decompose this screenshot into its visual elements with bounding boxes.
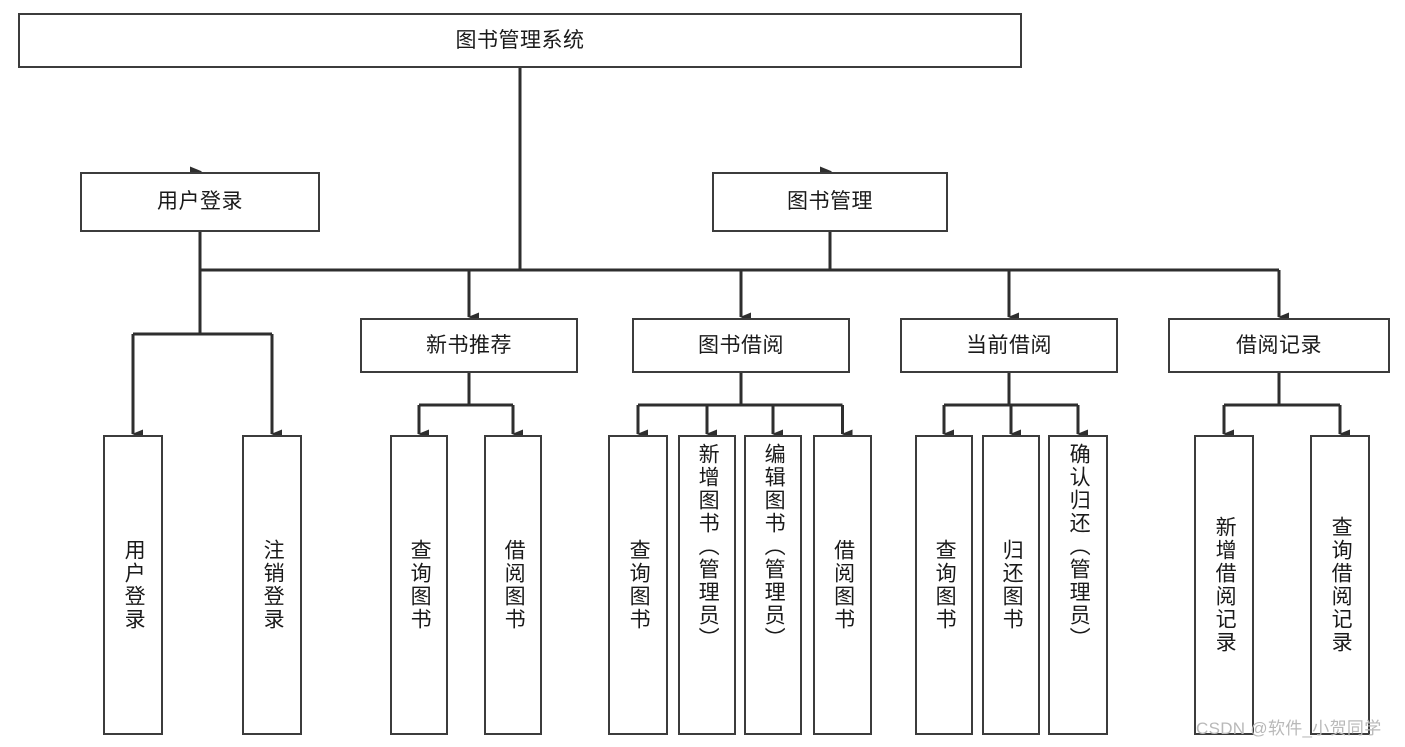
node-leaf-confirm-return-label: 确认归还（管理员） bbox=[1067, 443, 1091, 650]
node-user-login-label: 用户登录 bbox=[157, 190, 243, 214]
node-borrow-record-label: 借阅记录 bbox=[1236, 333, 1322, 357]
node-current-borrow-label: 当前借阅 bbox=[966, 333, 1052, 357]
node-book-borrow-label: 图书借阅 bbox=[698, 333, 784, 357]
node-leaf-return-book[interactable]: 归还图书 bbox=[982, 435, 1040, 735]
node-leaf-user-logout[interactable]: 注销登录 bbox=[242, 435, 302, 735]
watermark: CSDN @软件_小贺同学 bbox=[1196, 719, 1382, 738]
node-leaf-user-login-label: 用户登录 bbox=[122, 539, 146, 631]
node-root-label: 图书管理系统 bbox=[455, 28, 585, 52]
node-leaf-borrow-book-a[interactable]: 借阅图书 bbox=[484, 435, 542, 735]
node-leaf-query-book-b[interactable]: 查询图书 bbox=[608, 435, 668, 735]
node-leaf-query-book-c-label: 查询图书 bbox=[933, 539, 957, 631]
node-leaf-user-logout-label: 注销登录 bbox=[261, 539, 285, 631]
node-leaf-query-book-a[interactable]: 查询图书 bbox=[390, 435, 448, 735]
node-leaf-borrow-book-b-label: 借阅图书 bbox=[831, 539, 855, 631]
node-borrow-record[interactable]: 借阅记录 bbox=[1168, 318, 1390, 373]
node-leaf-borrow-book-b[interactable]: 借阅图书 bbox=[813, 435, 872, 735]
node-leaf-return-book-label: 归还图书 bbox=[1000, 539, 1024, 631]
node-leaf-edit-book[interactable]: 编辑图书（管理员） bbox=[744, 435, 802, 735]
node-leaf-confirm-return[interactable]: 确认归还（管理员） bbox=[1048, 435, 1108, 735]
node-root[interactable]: 图书管理系统 bbox=[18, 13, 1022, 68]
node-current-borrow[interactable]: 当前借阅 bbox=[900, 318, 1118, 373]
node-leaf-query-borrow-record-label: 查询借阅记录 bbox=[1329, 516, 1353, 654]
node-new-book-recommend-label: 新书推荐 bbox=[426, 333, 512, 357]
node-leaf-query-book-a-label: 查询图书 bbox=[408, 539, 432, 631]
node-leaf-add-book[interactable]: 新增图书（管理员） bbox=[678, 435, 736, 735]
node-leaf-borrow-book-a-label: 借阅图书 bbox=[502, 539, 526, 631]
node-leaf-add-borrow-record[interactable]: 新增借阅记录 bbox=[1194, 435, 1254, 735]
node-book-manage-label: 图书管理 bbox=[787, 190, 873, 214]
node-leaf-query-book-c[interactable]: 查询图书 bbox=[915, 435, 973, 735]
node-leaf-query-borrow-record[interactable]: 查询借阅记录 bbox=[1310, 435, 1370, 735]
node-leaf-edit-book-label: 编辑图书（管理员） bbox=[762, 443, 786, 650]
node-leaf-add-book-label: 新增图书（管理员） bbox=[696, 443, 720, 650]
node-user-login[interactable]: 用户登录 bbox=[80, 172, 320, 232]
node-leaf-user-login[interactable]: 用户登录 bbox=[103, 435, 163, 735]
node-leaf-add-borrow-record-label: 新增借阅记录 bbox=[1213, 516, 1237, 654]
node-leaf-query-book-b-label: 查询图书 bbox=[627, 539, 651, 631]
node-new-book-recommend[interactable]: 新书推荐 bbox=[360, 318, 578, 373]
node-book-borrow[interactable]: 图书借阅 bbox=[632, 318, 850, 373]
node-book-manage[interactable]: 图书管理 bbox=[712, 172, 948, 232]
